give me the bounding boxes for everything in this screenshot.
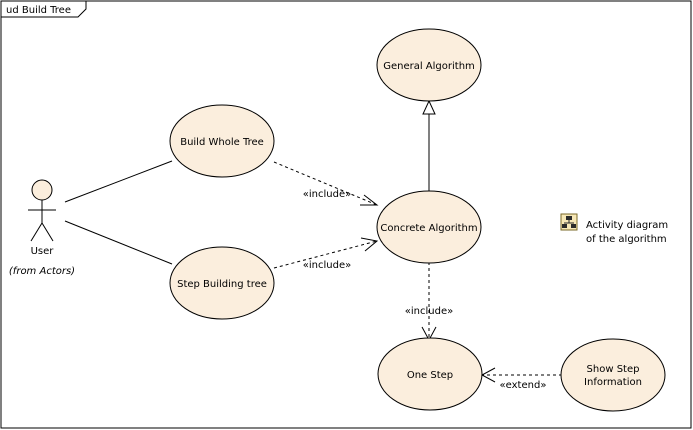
activity-diagram-label-line2: of the algorithm [586,234,667,245]
include-label-2: «include» [303,260,351,271]
use-case-label: General Algorithm [383,61,475,72]
use-case-label-line2: Information [584,377,642,388]
include-label-1: «include» [303,189,351,200]
frame-title: ud Build Tree [6,5,71,16]
use-case-show-step-information[interactable]: Show Step Information [560,338,666,412]
activity-diagram-label-line1: Activity diagram [586,220,668,231]
use-case-label-line1: Show Step [587,364,640,375]
association-build-whole[interactable] [64,160,173,203]
use-case-label: Build Whole Tree [180,137,264,148]
activity-diagram-icon [560,213,578,231]
use-case-label: Concrete Algorithm [380,223,477,234]
use-case-general-algorithm[interactable]: General Algorithm [376,28,482,102]
use-case-label: Step Building tree [177,279,267,290]
actor-left-leg [30,222,43,242]
use-case-label: One Step [407,370,453,381]
include-arrowhead-2 [360,237,379,252]
actor-right-leg [41,222,54,242]
include-label-3: «include» [405,306,453,317]
use-case-concrete-algorithm[interactable]: Concrete Algorithm [376,190,482,264]
use-case-step-building-tree[interactable]: Step Building tree [169,246,275,320]
include-arrowhead-1 [360,194,379,206]
include-arrow-1[interactable] [273,161,378,206]
generalization-arrowhead [422,99,436,115]
actor-user[interactable]: User (from Actors) [9,179,75,277]
actor-head [31,179,53,201]
actor-name: User [31,246,55,257]
actor-stereotype: (from Actors) [9,266,75,277]
extend-label: «extend» [500,380,547,391]
activity-diagram-link[interactable]: Activity diagram of the algorithm [560,213,668,245]
use-case-build-whole-tree[interactable]: Build Whole Tree [169,104,275,178]
use-case-one-step[interactable]: One Step [377,337,483,411]
association-step-building[interactable] [64,220,173,265]
frame-title-tab [1,1,87,18]
